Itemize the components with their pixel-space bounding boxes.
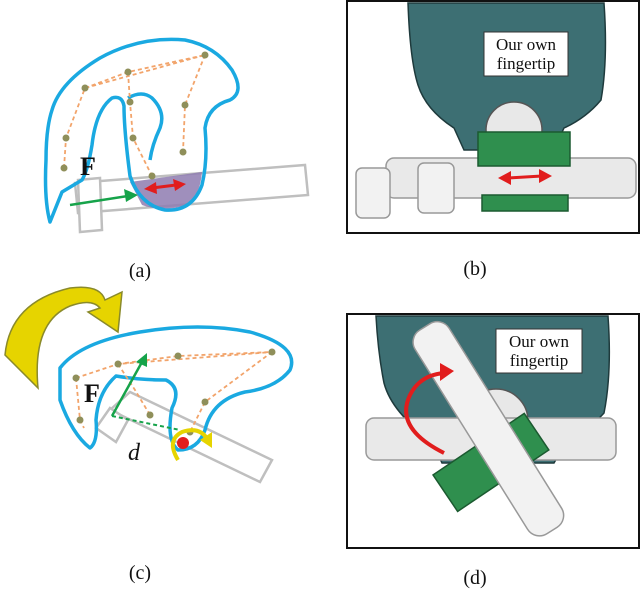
rod-diagonal-d <box>412 320 565 537</box>
joint-dots-a <box>60 51 209 180</box>
sensor-board-b <box>477 131 571 167</box>
force-arrow-c <box>110 353 181 431</box>
panel-b-render: Our own fingertip <box>346 0 640 234</box>
label-box-d <box>495 328 583 374</box>
label-box-b <box>483 31 569 77</box>
rod-c <box>94 390 274 484</box>
caption-b: (b) <box>463 258 487 280</box>
panel-a-diagram: F <box>43 37 310 234</box>
force-arrow-a <box>69 189 138 207</box>
torque-arrowhead-c <box>200 432 212 448</box>
caption-a: (a) <box>128 260 152 282</box>
force-label-c: F <box>84 379 100 408</box>
sensor-base-b <box>481 194 569 212</box>
hand-outline-a <box>43 37 240 224</box>
slide-arrow-b <box>498 169 552 185</box>
label-d-line1: Our own <box>509 332 569 351</box>
finger-inner-a <box>127 92 164 161</box>
panel-d-render: Our own fingertip <box>346 313 640 549</box>
rotation-arrow-d <box>404 371 445 455</box>
contact-point-c <box>177 437 189 449</box>
caption-c: (c) <box>128 562 152 584</box>
caption-d: (d) <box>463 567 487 589</box>
slide-arrow-a <box>144 179 186 194</box>
torque-arrow-c <box>170 428 210 462</box>
contact-patch <box>130 172 202 209</box>
rotation-arrow-c <box>4 286 123 390</box>
label-d-line2: fingertip <box>510 351 569 370</box>
panel-c-diagram: F d <box>4 286 294 484</box>
force-label-a: F <box>80 152 96 181</box>
label-b-line2: fingertip <box>497 54 556 73</box>
hand-outline-c <box>58 325 294 452</box>
distance-label-c: d <box>128 440 141 466</box>
label-b-line1: Our own <box>496 35 556 54</box>
rotation-arrowhead-d <box>440 363 454 381</box>
